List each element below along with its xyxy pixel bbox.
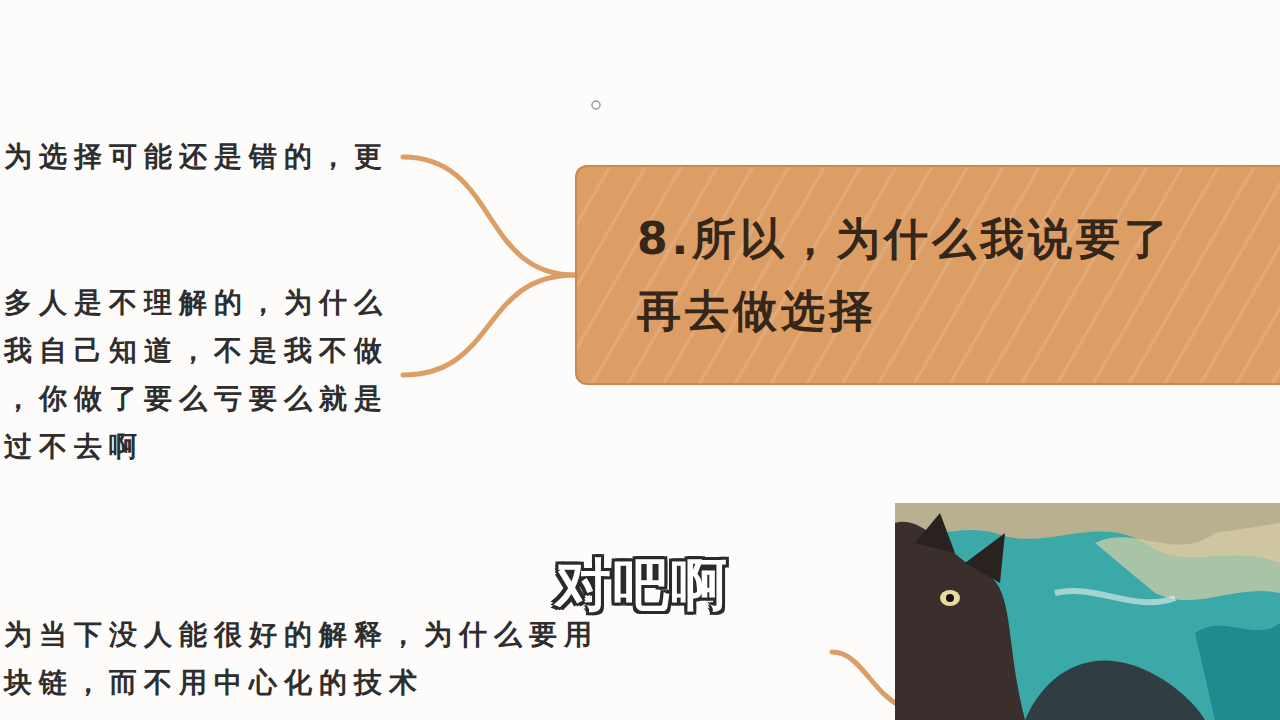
- dot: [592, 101, 600, 109]
- branch-line: [832, 652, 900, 706]
- topic-text: 多人是不理解的，为什么 我自己知道，不是我不做 ，你做了要么亏要么就是 过不去啊: [4, 279, 396, 471]
- branch-topic: 为选择可能还是错的，更: [4, 133, 404, 181]
- subtitle-text: 对吧啊: [555, 548, 729, 624]
- cat-photo: [895, 503, 1280, 720]
- branch-connector: [403, 157, 575, 275]
- branch-connector: [403, 275, 575, 375]
- topic-text: 8.所以，为什么我说要了 再去做选择: [637, 203, 1197, 347]
- topic-text: 为当下没人能很好的解释，为什么要用 块链，而不用中心化的技术: [4, 611, 614, 707]
- topic-text: 为选择可能还是错的，更: [4, 133, 396, 181]
- branch-topic: 为当下没人能很好的解释，为什么要用 块链，而不用中心化的技术: [4, 611, 704, 707]
- branch-topic: 多人是不理解的，为什么 我自己知道，不是我不做 ，你做了要么亏要么就是 过不去啊: [4, 279, 404, 471]
- root-topic: 8.所以，为什么我说要了 再去做选择: [575, 165, 1280, 385]
